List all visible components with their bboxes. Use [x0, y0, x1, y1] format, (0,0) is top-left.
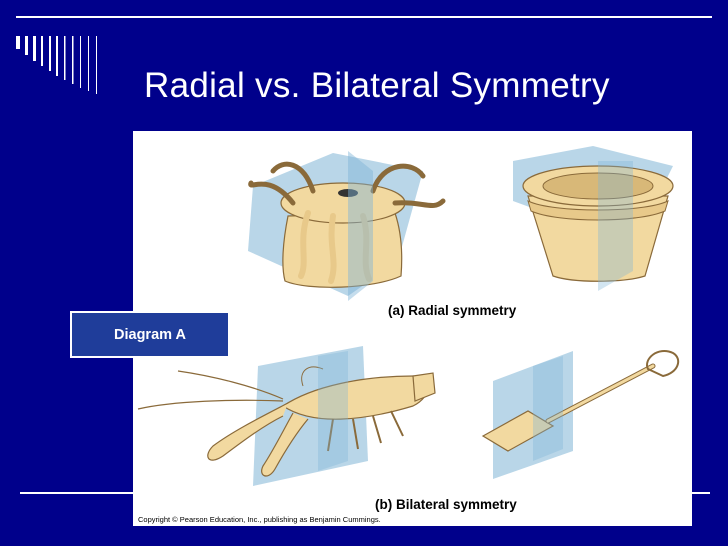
lobster-illustration: [137, 346, 436, 486]
symmetry-figure: (a) Radial symmetry (b) Bilateral symmet…: [133, 131, 692, 526]
radial-symmetry-caption: (a) Radial symmetry: [388, 303, 517, 318]
diagram-a-callout[interactable]: Diagram A: [70, 311, 230, 358]
decorative-stripes: [16, 36, 97, 94]
slide-title: Radial vs. Bilateral Symmetry: [144, 66, 610, 105]
sea-anemone-illustration: [248, 151, 446, 301]
bilateral-symmetry-caption: (b) Bilateral symmetry: [375, 497, 517, 512]
flower-pot-illustration: [513, 146, 674, 291]
bottom-rule: [20, 492, 710, 494]
top-rule: [16, 16, 712, 18]
shovel-illustration: [481, 350, 680, 479]
copyright-notice: Copyright © Pearson Education, Inc., pub…: [138, 515, 381, 524]
symmetry-illustrations: [137, 146, 680, 486]
